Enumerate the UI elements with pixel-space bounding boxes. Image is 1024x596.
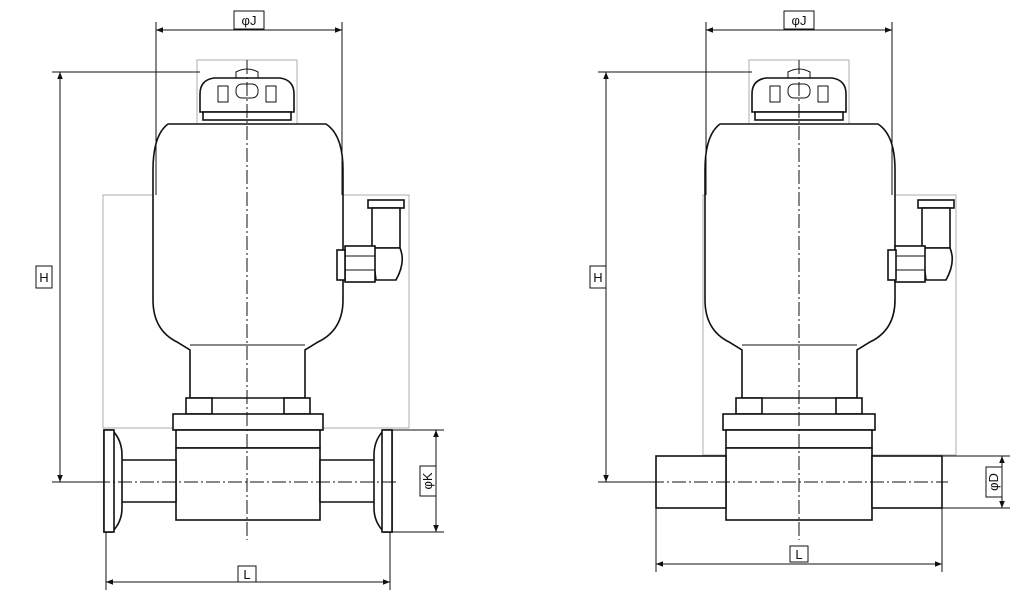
clamp-ferrule-left [103, 429, 115, 533]
dim-label-top-2: φJ [792, 13, 807, 28]
air-fitting [336, 199, 405, 283]
dimension-phi-k: φK [392, 429, 444, 533]
dim-label-length-2: L [795, 547, 802, 562]
clamp-ferrule-right [381, 429, 393, 533]
dim-label-top: φJ [242, 13, 257, 28]
valve-view-butt-weld: φJ H φD L [589, 10, 1010, 572]
dimension-l-2: L [655, 508, 943, 572]
dim-label-port: φK [420, 472, 435, 489]
dim-label-port-2: φD [986, 473, 1001, 491]
dim-label-length: L [243, 567, 250, 582]
valve-view-clamp: φJ H φK L [35, 10, 444, 590]
valve-body [103, 429, 393, 533]
air-fitting-2 [887, 199, 955, 283]
dimension-h: H [35, 71, 200, 483]
actuator-housing-2 [704, 123, 896, 399]
dimension-l: L [105, 532, 391, 590]
dim-label-height: H [39, 270, 48, 285]
dimension-phi-j-2: φJ [705, 10, 893, 195]
dim-label-height-2: H [593, 270, 602, 285]
dimension-phi-d: φD [942, 455, 1010, 509]
dimension-phi-j: φJ [155, 10, 343, 195]
bonnet-flange [172, 397, 324, 449]
dimension-h-2: H [589, 71, 752, 483]
actuator-housing [152, 123, 344, 399]
